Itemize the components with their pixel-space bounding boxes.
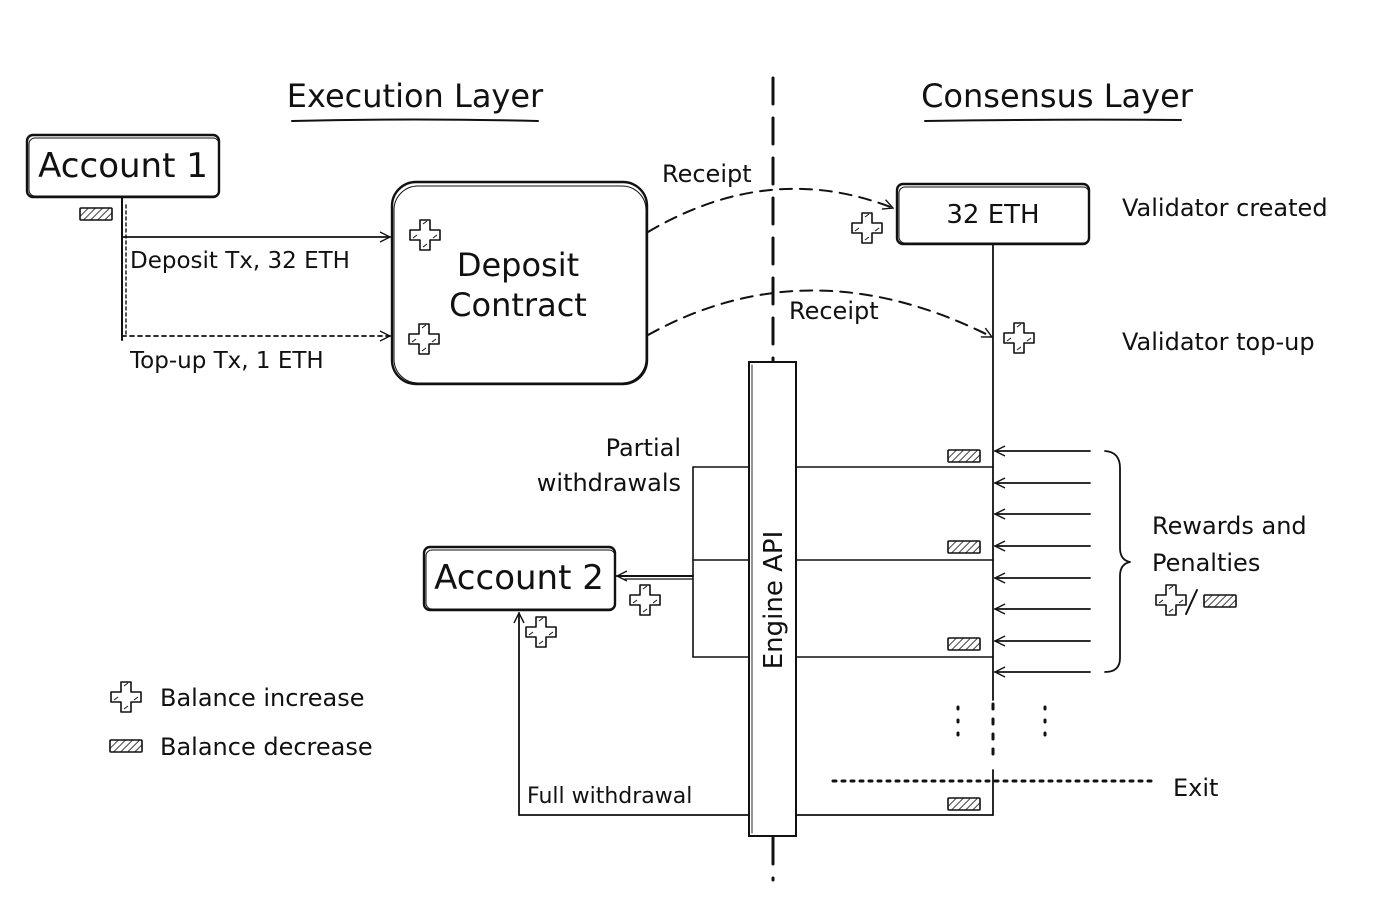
rewards-label-1: Rewards and <box>1152 512 1307 540</box>
consensus-title-underline <box>924 118 1182 122</box>
validator-balance-box: 32 ETH <box>895 182 1091 246</box>
balance-increase-icon <box>629 584 661 616</box>
balance-decrease-icon <box>1203 594 1237 608</box>
partial-withdrawals-lines <box>692 466 994 658</box>
topup-tx-label: Top-up Tx, 1 ETH <box>129 348 324 374</box>
balance-decrease-icon <box>947 449 981 463</box>
account-2-label: Account 2 <box>434 558 604 598</box>
receipt-arrow-validator-topup <box>647 289 992 338</box>
receipt-label-1: Receipt <box>662 160 752 188</box>
legend-increase-label: Balance increase <box>160 684 365 712</box>
deposit-contract-label-2: Contract <box>449 286 587 324</box>
validator-created-label: Validator created <box>1122 194 1328 222</box>
exit-label: Exit <box>1173 774 1218 802</box>
partial-withdrawals-label-1: Partial <box>606 434 681 462</box>
deposit-tx-label: Deposit Tx, 32 ETH <box>130 248 350 274</box>
balance-increase-icon <box>1155 584 1187 616</box>
rewards-brace <box>1104 450 1131 673</box>
account-1-box: Account 1 <box>25 133 221 199</box>
continuation-ellipsis <box>956 705 1047 737</box>
consensus-layer-title: Consensus Layer <box>921 77 1194 115</box>
receipt-arrow-validator-created <box>647 187 893 233</box>
execution-title-underline <box>291 118 539 122</box>
balance-increase-icon <box>1003 322 1035 354</box>
rewards-label-2: Penalties <box>1152 549 1260 577</box>
balance-decrease-icon <box>947 637 981 651</box>
account-2-box: Account 2 <box>422 545 617 612</box>
engine-api-label: Engine API <box>759 531 789 670</box>
execution-layer-title: Execution Layer <box>287 77 544 115</box>
account-1-label: Account 1 <box>38 146 208 186</box>
engine-api-bar: Engine API <box>748 361 797 837</box>
legend-plus-icon <box>110 681 142 713</box>
receipt-label-2: Receipt <box>789 297 879 325</box>
balance-increase-icon <box>851 212 883 244</box>
balance-increase-icon <box>525 616 557 648</box>
legend: Balance increase Balance decrease <box>109 681 373 761</box>
legend-hatched-icon <box>109 739 143 753</box>
balance-decrease-icon <box>79 207 113 221</box>
legend-decrease-label: Balance decrease <box>160 733 373 761</box>
slash-separator <box>1185 589 1198 615</box>
rewards-penalties-arrows <box>995 451 1091 672</box>
deposit-contract-label-1: Deposit <box>457 246 579 284</box>
validator-topup-label: Validator top-up <box>1122 328 1315 356</box>
balance-decrease-icon <box>947 540 981 554</box>
validator-balance-label: 32 ETH <box>946 200 1039 230</box>
partial-withdrawals-label-2: withdrawals <box>537 469 681 497</box>
deposit-contract-box: Deposit Contract <box>390 180 649 386</box>
full-withdrawal-label: Full withdrawal <box>527 784 692 809</box>
balance-decrease-icon <box>947 797 981 811</box>
